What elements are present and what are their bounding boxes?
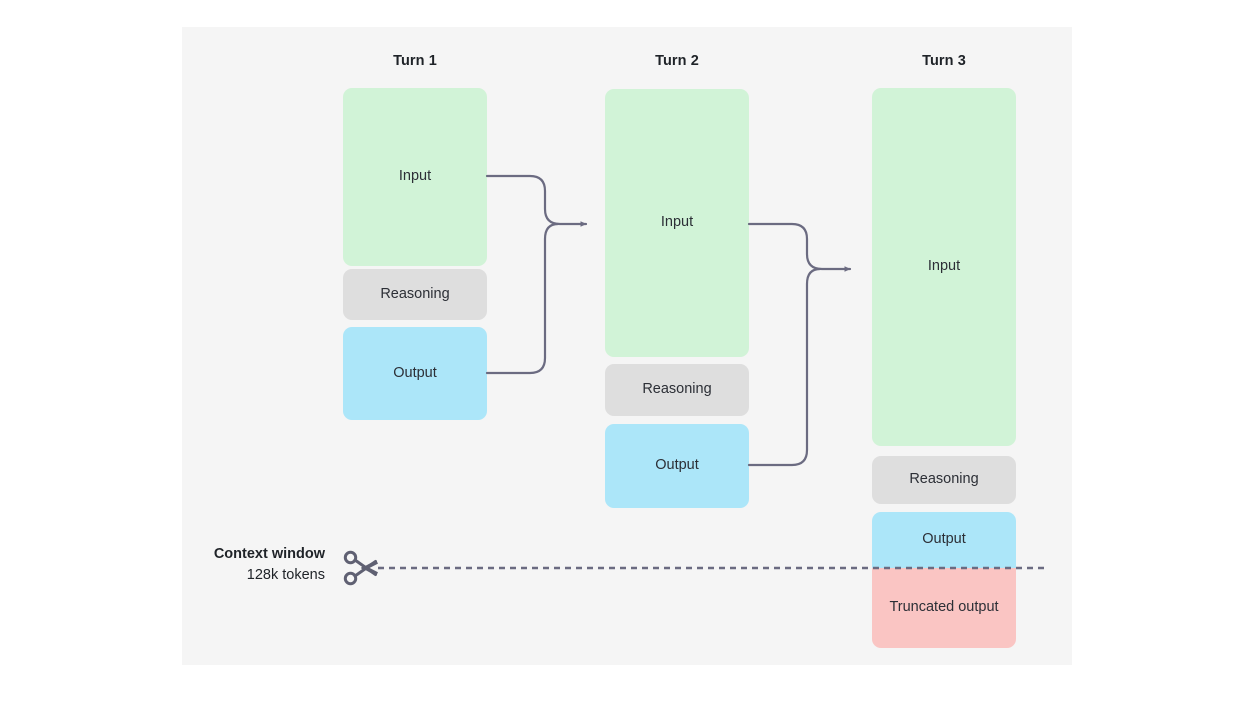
turn-2-output-block: Output — [605, 424, 749, 508]
turn-3-input-block: Input — [872, 88, 1016, 446]
turn-2-reasoning-label: Reasoning — [642, 381, 712, 398]
turn-2-input-label: Input — [660, 214, 694, 231]
turn-3-output-block: Output — [872, 512, 1016, 568]
turn-2-output-label: Output — [655, 457, 699, 474]
turn-3-reasoning-label: Reasoning — [909, 471, 979, 488]
turn-1-title: Turn 1 — [393, 53, 437, 69]
context-window-title: Context window — [213, 546, 325, 562]
turn-3-reasoning-block: Reasoning — [872, 456, 1016, 504]
context-window-subtitle: 128k tokens — [246, 567, 325, 584]
turn-3-output-label: Output — [922, 531, 966, 548]
turn-1-reasoning-label: Reasoning — [380, 285, 450, 302]
turn-3-truncated-output-block: Truncated output — [872, 568, 1016, 648]
turn-1-input-label: Input — [398, 168, 432, 185]
turn-1-output-block: Output — [343, 327, 487, 420]
turn-2-input-block: Input — [605, 89, 749, 357]
turn-1-output-label: Output — [393, 364, 437, 381]
turn-3-input-label: Input — [927, 258, 961, 275]
turn-2-title: Turn 2 — [655, 53, 699, 69]
turn-2-reasoning-block: Reasoning — [605, 364, 749, 416]
turn-3-truncated-output-label: Truncated output — [889, 599, 999, 616]
context-window-label: Context window 128k tokens — [160, 544, 325, 586]
turn-1-reasoning-block: Reasoning — [343, 269, 487, 320]
turn-3-title: Turn 3 — [922, 53, 966, 69]
turn-1-input-block: Input — [343, 88, 487, 266]
